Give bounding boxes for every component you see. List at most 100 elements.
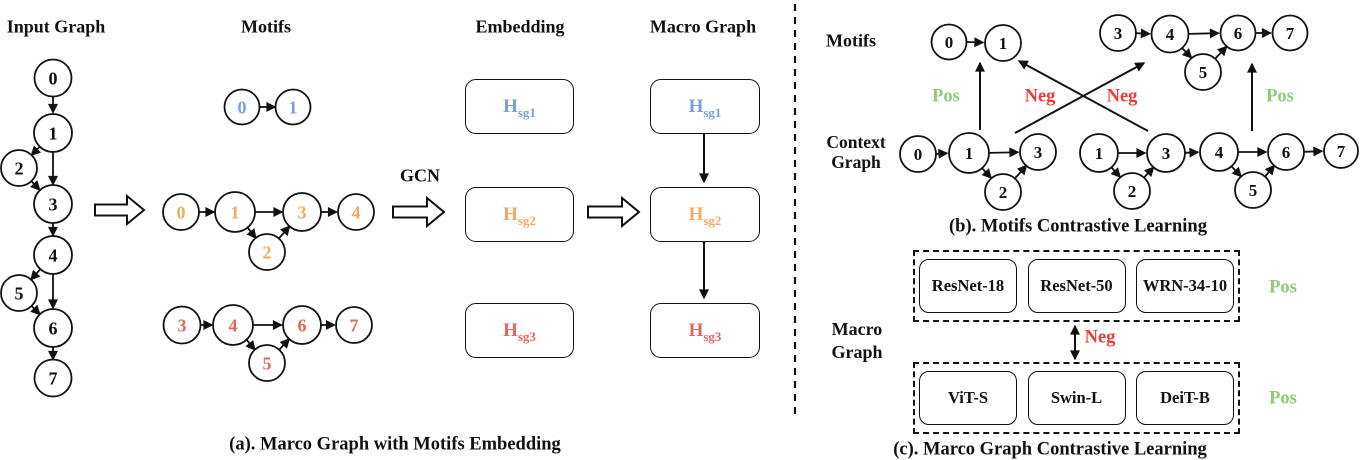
macro-box-sg2: Hsg2 <box>650 187 760 242</box>
node-label: 6 <box>1282 143 1291 162</box>
edge-arrow <box>966 37 985 48</box>
node-circle <box>1234 171 1272 209</box>
model-box: Swin-L <box>1027 371 1126 425</box>
edge-arrow <box>30 304 41 316</box>
edge-arrow <box>30 180 41 191</box>
node-circle <box>337 193 375 231</box>
edge-arrow <box>1304 146 1324 157</box>
macro-box-sg3: Hsg3 <box>650 303 760 358</box>
edge-arrow <box>1214 45 1228 60</box>
node-label: 7 <box>49 369 58 389</box>
block-arrow-icon <box>94 193 146 227</box>
node-circle <box>1267 133 1305 171</box>
edge-arrow <box>1264 164 1276 178</box>
node-label: 2 <box>15 159 24 179</box>
node-label: 4 <box>1166 25 1175 44</box>
node-circle <box>948 132 990 174</box>
neg-label: Neg <box>1106 86 1138 107</box>
gcn-label: GCN <box>400 165 440 186</box>
node-circle <box>33 235 73 275</box>
node-circle <box>33 358 73 398</box>
embedding-box-sg1: Hsg1 <box>465 79 574 134</box>
embedding-box-sg3: Hsg3 <box>465 303 574 358</box>
macro-label-line2: Graph <box>831 342 883 362</box>
pos-label: Pos <box>1269 277 1297 298</box>
node-circle <box>282 305 322 345</box>
b-context-2: 1 2 3 4 5 6 7 <box>1079 132 1359 210</box>
node-label: 5 <box>1249 181 1258 200</box>
node-label: 1 <box>289 98 298 118</box>
neg-arrow <box>1017 60 1149 132</box>
node-label: 4 <box>49 246 58 266</box>
node-label: 0 <box>914 145 923 164</box>
h-sub: sg3 <box>517 328 536 344</box>
node-circle <box>1199 132 1239 172</box>
c-macro-graph-label: Macro Graph <box>831 318 882 364</box>
macro-graph-title: Macro Graph <box>649 16 757 37</box>
node-circle <box>930 23 968 61</box>
node-label: 7 <box>350 316 359 336</box>
node-circle <box>1184 53 1222 91</box>
node-circle <box>1113 172 1151 210</box>
node-label: 7 <box>1286 24 1295 43</box>
node-label: 1 <box>231 203 240 223</box>
motifs-title: Motifs <box>241 16 291 37</box>
embedding-box-sg2: Hsg2 <box>465 187 574 242</box>
edge-arrow <box>278 225 291 239</box>
edge-arrow <box>30 268 41 281</box>
node-circle <box>0 274 38 312</box>
node-label: 6 <box>49 319 58 339</box>
pos-label: Pos <box>1269 388 1297 409</box>
model-box: DeiT-B <box>1136 371 1234 425</box>
cnn-models-group: ResNet-18 ResNet-50 WRN-34-10 <box>913 250 1240 322</box>
transformer-models-group: ViT-S Swin-L DeiT-B <box>913 362 1240 434</box>
h-sub: sg3 <box>703 328 722 344</box>
h-main: H <box>688 319 704 341</box>
node-label: 5 <box>15 284 24 304</box>
input-graph: 0 1 2 3 4 5 6 7 <box>0 58 73 398</box>
node-label: 3 <box>49 195 58 215</box>
node-circle <box>223 88 261 126</box>
node-circle <box>899 135 937 173</box>
edge-arrow <box>278 337 291 351</box>
edge-arrow <box>1136 28 1151 39</box>
h-main: H <box>688 95 704 117</box>
node-circle <box>984 24 1022 62</box>
input-graph-edges <box>30 96 58 361</box>
node-label: 3 <box>1114 24 1123 43</box>
node-label: 1 <box>999 34 1008 53</box>
edge-arrow <box>1185 147 1200 158</box>
node-label: 3 <box>1034 143 1043 162</box>
edge-arrow <box>1181 47 1193 59</box>
node-circle <box>1323 133 1359 169</box>
motif-2-orange: 0 1 2 3 4 <box>162 191 375 271</box>
caption-c: (c). Marco Graph Contrastive Learning <box>893 439 1207 460</box>
node-label: 5 <box>263 354 272 374</box>
b-motifs-label: Motifs <box>826 30 876 51</box>
node-label: 5 <box>1199 63 1208 82</box>
node-circle <box>282 192 322 232</box>
node-circle <box>248 233 286 271</box>
motif-3-red: 3 4 5 6 7 <box>162 304 373 382</box>
node-circle <box>1271 14 1309 52</box>
node-circle <box>984 173 1022 211</box>
edge-arrow <box>1110 166 1122 179</box>
edge-arrow <box>245 339 256 351</box>
neg-label: Neg <box>1084 327 1116 348</box>
node-circle <box>0 149 38 187</box>
node-circle <box>1079 133 1119 173</box>
b-context-graph-label: Context Graph <box>826 132 885 172</box>
node-label: 3 <box>1162 144 1171 163</box>
node-label: 3 <box>298 203 307 223</box>
h-sub: sg2 <box>703 212 722 228</box>
node-label: 0 <box>177 203 186 223</box>
edge-arrow <box>989 147 1020 158</box>
node-label: 1 <box>49 124 58 144</box>
model-box: ResNet-18 <box>919 259 1017 313</box>
node-circle <box>335 306 373 344</box>
node-label: 3 <box>178 316 187 336</box>
context-label-line2: Graph <box>831 152 881 172</box>
node-label: 1 <box>1095 144 1104 163</box>
edge-arrow <box>1014 164 1028 180</box>
node-label: 4 <box>229 316 238 336</box>
